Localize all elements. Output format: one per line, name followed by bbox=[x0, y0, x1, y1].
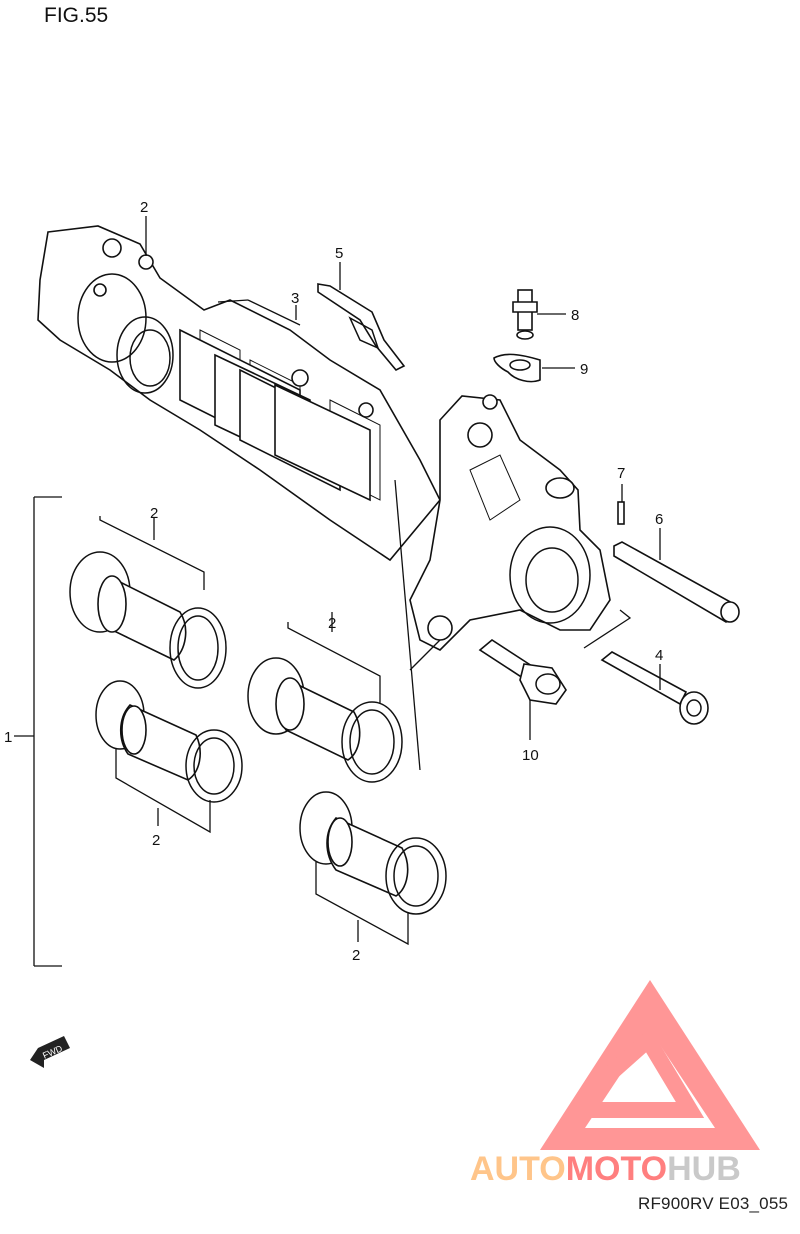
pad-pin bbox=[613, 541, 740, 623]
callout-labels: 1 2 2 2 2 2 3 4 5 6 7 8 9 10 bbox=[4, 199, 663, 964]
callout-6: 6 bbox=[655, 511, 663, 528]
piston-set-4 bbox=[299, 791, 447, 946]
caliper-inner-half bbox=[409, 394, 611, 651]
callout-2d: 2 bbox=[328, 615, 336, 632]
callout-2a: 2 bbox=[140, 199, 148, 216]
leader-lines bbox=[145, 216, 661, 771]
callout-2c: 2 bbox=[152, 832, 160, 849]
pad-spring bbox=[317, 283, 406, 371]
small-pin bbox=[617, 501, 625, 525]
callout-5: 5 bbox=[335, 245, 343, 262]
callout-9: 9 bbox=[580, 361, 588, 378]
brake-pads bbox=[179, 299, 374, 502]
fwd-arrow-icon: FWD bbox=[30, 1036, 70, 1068]
watermark-part-hub: HUB bbox=[667, 1150, 741, 1188]
callout-10: 10 bbox=[522, 747, 539, 764]
watermark-text: AUTOMOTOHUB bbox=[470, 1150, 741, 1189]
piston-set-2 bbox=[95, 680, 243, 834]
piston-set-1 bbox=[69, 516, 227, 689]
callout-3: 3 bbox=[291, 290, 299, 307]
kit-bracket bbox=[14, 496, 62, 967]
bleeder-valve bbox=[512, 289, 538, 340]
callout-2b: 2 bbox=[150, 505, 158, 522]
callout-7: 7 bbox=[617, 465, 625, 482]
piston-set-3 bbox=[247, 612, 403, 783]
caliper-bolt-4 bbox=[600, 651, 709, 725]
watermark-part-moto: MOTO bbox=[565, 1150, 668, 1188]
watermark-logo bbox=[540, 980, 760, 1150]
callout-8: 8 bbox=[571, 307, 579, 324]
callout-2e: 2 bbox=[352, 947, 360, 964]
bleeder-cap bbox=[493, 353, 541, 383]
watermark-part-auto: AUTO bbox=[470, 1150, 566, 1188]
callout-1: 1 bbox=[4, 729, 12, 746]
figure-code: RF900RV E03_055 bbox=[638, 1194, 789, 1213]
callout-4: 4 bbox=[655, 647, 663, 664]
caliper-bolt-10 bbox=[478, 639, 567, 705]
figure-title: FIG.55 bbox=[44, 4, 109, 27]
